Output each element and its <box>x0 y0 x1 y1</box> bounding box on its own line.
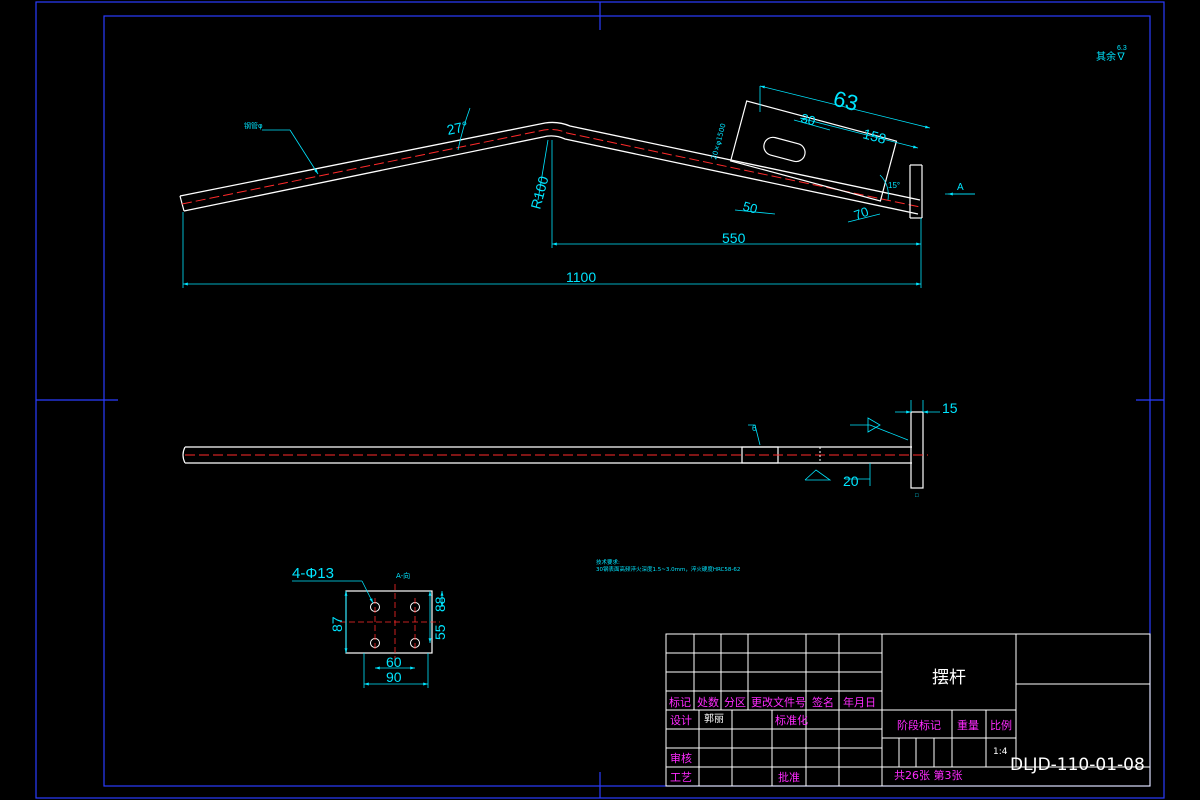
plate-mark: □ <box>915 493 919 499</box>
design-label: 设计 <box>670 714 692 727</box>
leader-note-text: 钢管φ <box>244 121 263 130</box>
drawing-frame <box>35 1 1165 799</box>
slot <box>763 136 806 163</box>
scale-label: 比例 <box>990 718 1012 732</box>
weld-size: 6 <box>752 424 757 433</box>
review-label: 审核 <box>670 751 692 765</box>
dim-55: 55 <box>432 624 448 640</box>
dim-158: 158 <box>861 125 888 147</box>
revision-headers: 标记 处数 分区 更改文件号 签名 年月日 <box>669 695 876 709</box>
dim-550: 550 <box>722 230 746 246</box>
scale-value: 1:4 <box>993 747 1008 757</box>
view-a-label: A <box>957 182 964 193</box>
rod-centerline <box>181 128 921 208</box>
designer-name: 郭丽 <box>704 712 724 725</box>
dim-angle-27: 27° <box>445 118 469 138</box>
dim-50: 50 <box>741 198 759 216</box>
svg-text:处数: 处数 <box>697 696 719 709</box>
approve-label: 批准 <box>778 770 800 784</box>
dim-70: 70 <box>852 204 871 223</box>
svg-text:6.3: 6.3 <box>1117 45 1127 52</box>
dim-60: 60 <box>386 654 402 670</box>
svg-text:分区: 分区 <box>724 696 746 709</box>
standardize-label: 标准化 <box>775 713 808 727</box>
svg-text:年月日: 年月日 <box>843 695 876 709</box>
part-name: 摆杆 <box>932 668 966 688</box>
title-block: 摆杆 DLJD-110-01-08 标记 处数 分区 更改文件号 签名 年月日 … <box>665 633 1151 787</box>
rod-outline-bottom <box>183 135 919 215</box>
drawing-number: DLJD-110-01-08 <box>1010 755 1145 775</box>
rod-outline-top <box>179 121 921 201</box>
stage-mark-label: 阶段标记 <box>897 718 941 732</box>
dim-88: 88 <box>432 596 448 612</box>
dim-87: 87 <box>329 616 345 632</box>
weight-label: 重量 <box>957 718 979 732</box>
tech-req-title: 技术要求: <box>596 558 620 566</box>
dim-angle-15: 15° <box>888 181 900 190</box>
svg-text:签名: 签名 <box>812 695 834 709</box>
top-plate <box>910 411 924 489</box>
tech-requirements: 技术要求: 30钢表面高频淬火深度1.5~3.0mm，淬火硬度HRC58-62 <box>596 558 740 573</box>
process-label: 工艺 <box>670 771 692 784</box>
dim-4-holes: 4-Φ13 <box>292 565 334 582</box>
tech-req-line1: 30钢表面高频淬火深度1.5~3.0mm，淬火硬度HRC58-62 <box>596 565 740 573</box>
view-a-name: A-向 <box>396 571 410 580</box>
plate-view: 4-Φ13 A-向 87 55 88 60 90 <box>292 565 448 688</box>
dim-15: 15 <box>942 400 958 416</box>
dim-20: 20 <box>843 473 859 489</box>
dim-30: 30 <box>799 110 817 128</box>
svg-text:其余∇: 其余∇ <box>1096 50 1126 63</box>
dim-r100: R100 <box>527 174 551 211</box>
sheet-count: 共26张 第3张 <box>894 768 963 782</box>
roughness-note: 其余∇ 6.3 <box>1096 45 1127 63</box>
svg-text:标记: 标记 <box>669 695 691 709</box>
dim-63: 63 <box>831 86 861 116</box>
dim-bend: 20×φ1500 <box>710 122 727 160</box>
dim-90: 90 <box>386 669 402 685</box>
front-view: 钢管φ 27° R100 63 30 158 20×φ1500 50 70 15… <box>179 85 975 288</box>
svg-text:更改文件号: 更改文件号 <box>751 695 806 709</box>
top-view: 15 20 6 □ <box>182 400 958 499</box>
dim-1100: 1100 <box>566 269 596 285</box>
